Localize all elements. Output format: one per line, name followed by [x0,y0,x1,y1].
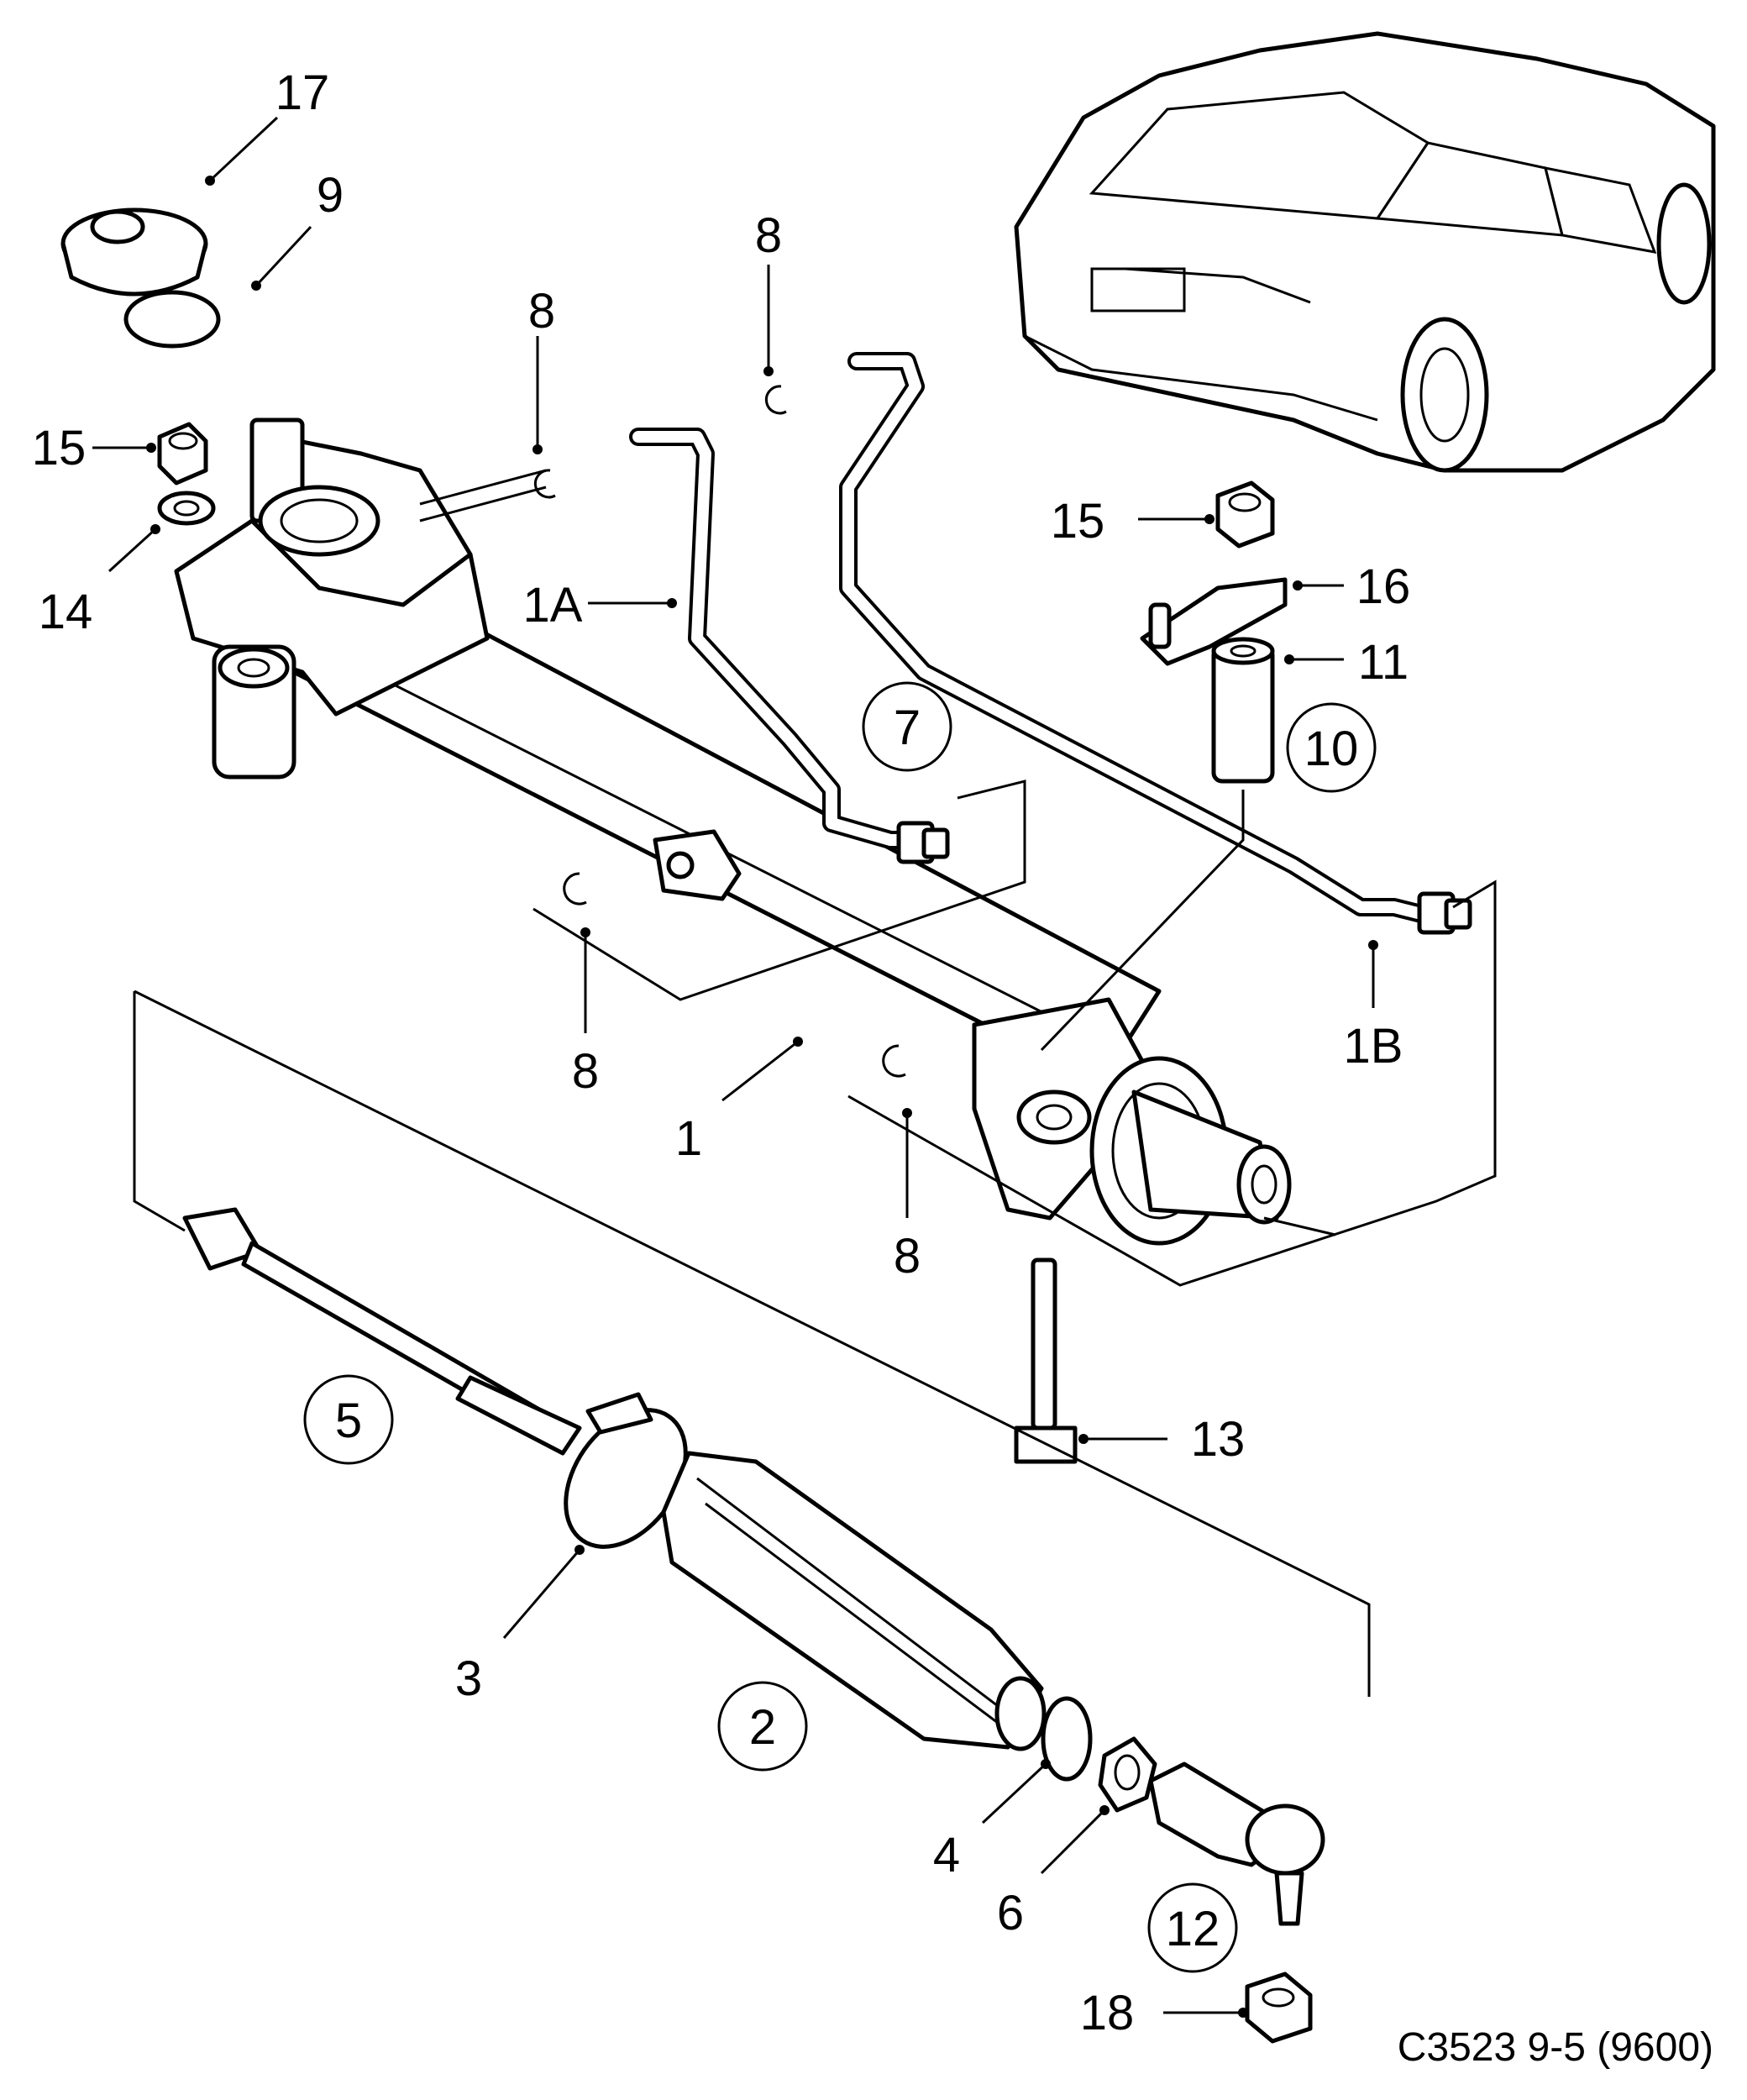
label-6: 6 [997,1886,1024,1940]
part-14-washer [157,491,216,526]
label-5: 5 [335,1394,362,1448]
circle-label-5: 5 [303,1374,394,1465]
grouping-lines [133,780,1497,1697]
part-13-bolt [1014,1257,1078,1464]
part-16-bracket [1140,577,1288,666]
part-12-outer-tie-rod-end [1148,1761,1325,1926]
part-11-bushing [1211,637,1275,784]
label-2: 2 [749,1700,776,1755]
hose-1B [839,352,1472,935]
label-14: 14 [39,585,93,639]
label-1A: 1A [523,578,583,633]
circle-label-2: 2 [717,1681,808,1772]
label-8-mid-right: 8 [894,1229,921,1284]
label-16: 16 [1356,559,1411,614]
hose-1A [629,428,950,864]
part-15-nut-left [157,422,208,486]
label-12: 12 [1166,1902,1220,1956]
part-18-nut [1245,1971,1313,2044]
label-1: 1 [675,1111,702,1166]
label-8-top-right: 8 [755,208,782,263]
label-11: 11 [1358,635,1409,690]
part-8-ring-left [563,872,587,906]
part-4-clip [1041,1696,1093,1782]
part-3-clamp-screw [585,1392,653,1435]
pipe-to-valve [419,469,547,522]
label-18: 18 [1080,1986,1135,2040]
part-2-bellows-boot [661,1451,1047,1751]
label-9: 9 [317,168,344,223]
diagram-code: C3523 9-5 (9600) [1398,2025,1713,2070]
part-6-nut [1098,1736,1157,1813]
part-15-nut-right [1215,480,1275,549]
circle-label-12: 12 [1147,1882,1238,1973]
car-illustration [1014,31,1716,473]
label-3: 3 [455,1651,482,1706]
label-15-right: 15 [1051,494,1105,549]
label-7: 7 [894,701,921,755]
label-4: 4 [933,1828,960,1882]
part-8-ring-right [882,1044,906,1078]
label-8-mid-left: 8 [572,1044,599,1099]
label-10: 10 [1304,722,1359,776]
part-9-o-ring [123,290,221,349]
label-17: 17 [275,66,330,120]
label-8-top-left: 8 [528,284,555,339]
label-13: 13 [1191,1412,1246,1467]
steering-rack-housing [174,417,1292,1246]
part-5-inner-tie-rod [182,1207,582,1456]
circle-label-7: 7 [862,681,952,772]
label-15-left: 15 [32,421,87,475]
circle-label-10: 10 [1286,702,1377,793]
part-8-ring-top [764,385,787,415]
label-1B: 1B [1344,1019,1403,1074]
part-8-ring-mid [533,469,556,499]
part-17-dust-cap [60,207,208,297]
leader-lines [92,116,1378,2018]
